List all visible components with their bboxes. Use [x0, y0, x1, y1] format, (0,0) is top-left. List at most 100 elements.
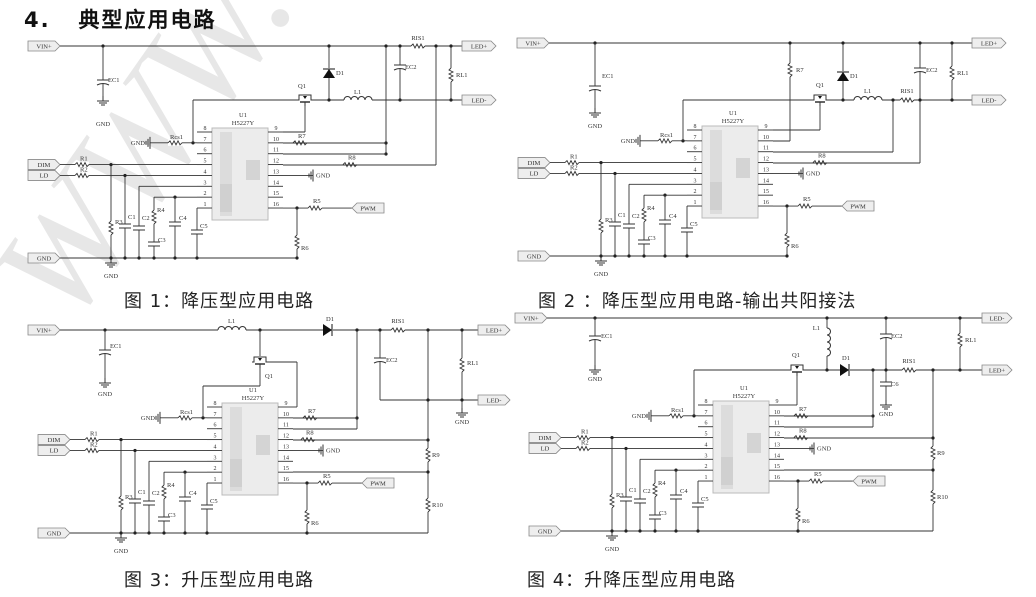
pin-number: 2: [204, 191, 207, 197]
label-ec2: EC2: [891, 333, 903, 340]
pin-number: 7: [214, 412, 217, 418]
resistor: [177, 414, 193, 421]
resistor: [608, 493, 616, 509]
label-c1: C1: [629, 487, 637, 494]
junction: [123, 256, 127, 260]
port-label-ld: LD: [541, 446, 550, 453]
junction: [599, 254, 603, 258]
diode-icon: [837, 71, 849, 81]
label-ec1: EC1: [601, 333, 613, 340]
pin-number: 9: [765, 124, 768, 130]
capacitor: [637, 239, 651, 245]
pin-number: 14: [763, 178, 769, 184]
resistor: [410, 42, 426, 50]
junction: [147, 531, 151, 535]
resistor: [564, 159, 580, 166]
capacitor: [98, 349, 112, 356]
pin-number: 4: [694, 167, 697, 173]
junction: [653, 529, 657, 533]
label-ec2: EC2: [405, 64, 417, 71]
capacitor: [879, 381, 893, 387]
figure-3-caption: 图 3：升压型应用电路: [124, 570, 315, 591]
port-vin: [514, 312, 548, 324]
port-label-led_neg: LED-: [472, 97, 487, 104]
pin-number: 15: [283, 466, 289, 472]
label-c5: C5: [200, 223, 208, 230]
port-label-ld: LD: [530, 171, 539, 178]
label-c4: C4: [179, 215, 187, 222]
pin-number: 1: [705, 475, 708, 481]
label-r8: R8: [306, 430, 314, 437]
label-rl1: RL1: [957, 70, 969, 77]
capacitor: [691, 502, 705, 508]
label-q1: Q1: [792, 352, 800, 359]
port-pwm: [852, 475, 886, 487]
port-label-gnd: GND: [538, 528, 552, 535]
label-gnd: GND: [621, 138, 635, 145]
port-led_pos: [971, 37, 1007, 49]
pin-number: 11: [283, 423, 289, 429]
label-c2: C2: [643, 488, 651, 495]
ground-icon: [809, 442, 815, 455]
label-r5: R5: [313, 198, 321, 205]
pin-number: 11: [763, 146, 769, 152]
resistor: [808, 478, 824, 485]
junction: [884, 316, 888, 320]
label-r3: R3: [605, 217, 613, 224]
junction: [884, 368, 888, 372]
port-gnd: [37, 527, 71, 539]
capacitor: [633, 498, 647, 504]
junction: [426, 438, 430, 442]
label-ris1: RIS1: [902, 358, 915, 365]
figure-4-caption: 图 4：升降压型应用电路: [527, 570, 737, 591]
capacitor: [190, 229, 204, 235]
junction: [460, 398, 464, 402]
port-gnd: [27, 252, 61, 264]
pin-number: 13: [774, 442, 780, 448]
capacitor: [142, 500, 156, 506]
ground-icon: [880, 400, 892, 410]
ground-icon: [145, 136, 151, 149]
ground-icon: [595, 256, 607, 266]
label-r7: R7: [796, 67, 804, 74]
port-label-led_neg: LED-: [982, 97, 997, 104]
junction: [696, 529, 700, 533]
ic-u1: [211, 127, 269, 221]
label-q1: Q1: [265, 373, 273, 380]
resistor: [794, 507, 802, 523]
pin-number: 2: [705, 464, 708, 470]
pin-number: 9: [275, 126, 278, 132]
port-label-pwm: PWM: [370, 480, 386, 487]
port-label-led_pos: LED+: [981, 40, 998, 47]
label-ris1: RIS1: [411, 35, 424, 42]
resistor: [668, 412, 684, 419]
junction: [841, 41, 845, 45]
capacitor: [147, 241, 161, 247]
label-l1: L1: [354, 89, 361, 96]
label-gnd: GND: [141, 415, 155, 422]
port-gnd: [517, 250, 551, 262]
pin-number: 2: [694, 189, 697, 195]
label-rl1: RL1: [467, 360, 479, 367]
port-led_pos: [477, 324, 511, 336]
pin-number: 10: [763, 135, 769, 141]
label-ec1: EC1: [110, 343, 122, 350]
label-r3: R3: [616, 492, 624, 499]
pin-number: 16: [774, 475, 780, 481]
label-ic: H5227Y: [242, 395, 265, 402]
junction: [950, 41, 954, 45]
resistor: [84, 447, 100, 454]
junction: [109, 162, 113, 167]
label-r6: R6: [301, 245, 309, 252]
label-rcs1: Rcs1: [660, 132, 673, 139]
junction: [871, 368, 875, 372]
label-r1: R1: [581, 429, 589, 436]
label-c3: C3: [158, 237, 166, 244]
label-u1: U1: [239, 112, 247, 119]
label-ris1: RIS1: [900, 88, 913, 95]
label-r2: R2: [90, 441, 98, 448]
ground-icon: [589, 108, 601, 118]
label-c3: C3: [648, 235, 656, 242]
resistor: [424, 447, 432, 463]
junction: [825, 368, 829, 372]
